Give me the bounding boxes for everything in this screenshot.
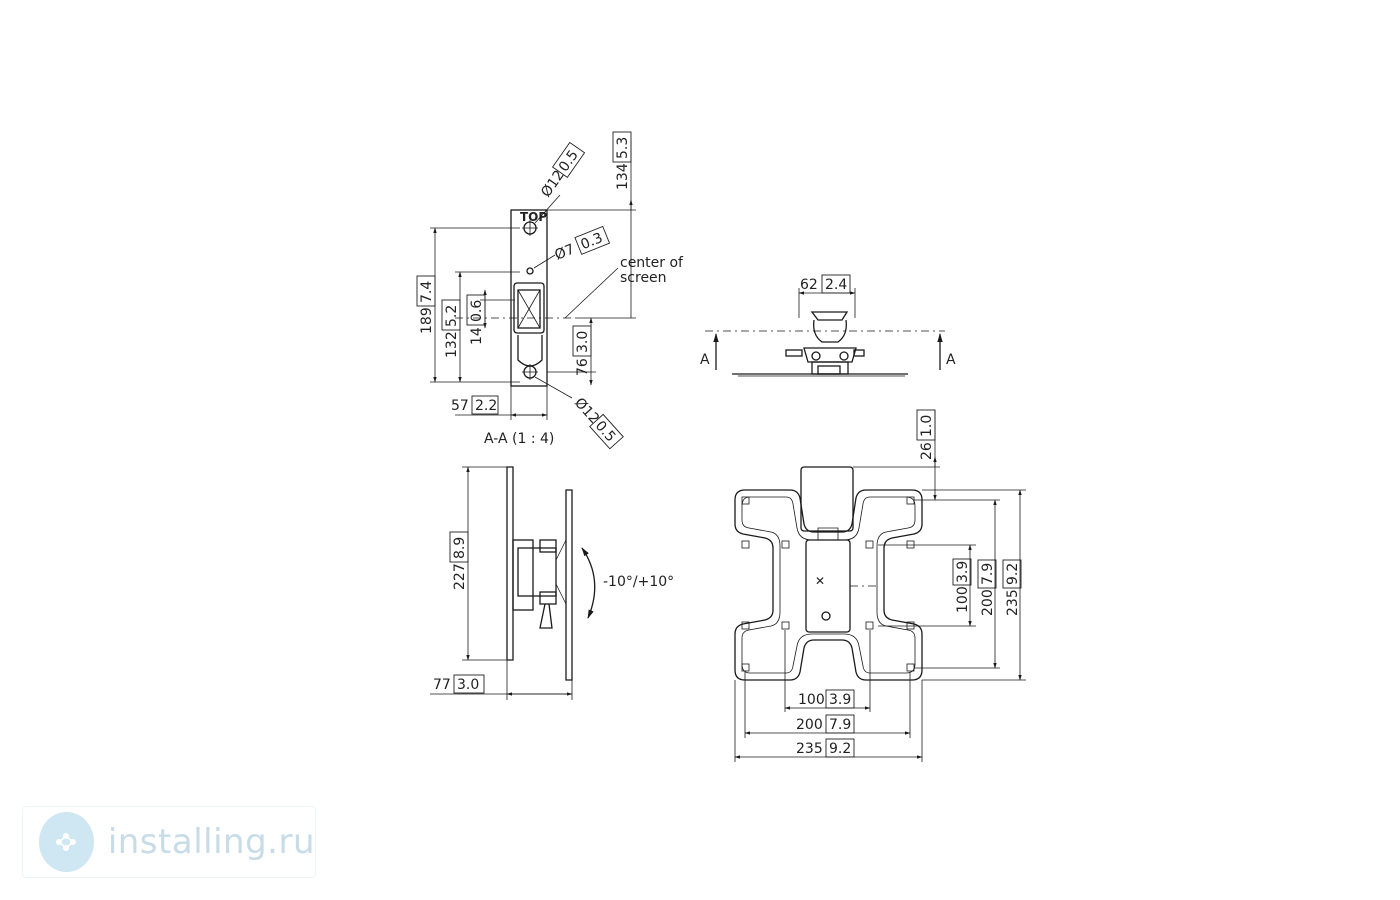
dim-h200-mm: 200 [796, 717, 823, 733]
dim-14-in: 0.6 [469, 300, 485, 322]
mid-hole [526, 267, 534, 275]
mounting-holes [741, 496, 915, 672]
top-view: A A 62 2.4 [700, 274, 956, 377]
dim-132-in: 5.2 [444, 305, 460, 327]
dim-26-in: 1.0 [919, 415, 935, 437]
dim-76-in: 3.0 [575, 331, 591, 353]
tree-logo-icon [39, 812, 94, 872]
dim-189-in: 7.4 [419, 281, 435, 303]
dim-v100-in: 3.9 [955, 561, 971, 583]
dim-hole-top-in: 0.5 [556, 147, 582, 174]
center-of-screen-label-2: screen [620, 270, 667, 286]
dim-hole-mid-mm: Ø7 [553, 241, 577, 263]
section-mark-left: A [700, 352, 710, 368]
dim-77-mm: 77 [433, 677, 451, 693]
dim-132-mm: 132 [444, 331, 460, 358]
dim-v235-mm: 235 [1005, 589, 1021, 616]
front-view: ✕ 26 1.0 [734, 409, 1026, 762]
dim-h100-mm: 100 [798, 692, 825, 708]
dim-57-mm: 57 [451, 398, 469, 414]
dim-62-in: 2.4 [825, 277, 847, 293]
dim-134-in: 5.3 [615, 137, 631, 159]
dim-hole-mid-in: 0.3 [578, 230, 605, 253]
dim-h235-in: 9.2 [829, 741, 851, 757]
dim-26-mm: 26 [919, 442, 935, 460]
dim-v100-mm: 100 [955, 586, 971, 613]
dim-h100-in: 3.9 [829, 692, 851, 708]
section-mark-right: A [946, 352, 956, 368]
center-of-screen-label-1: center of [620, 255, 684, 271]
top-mark: TOP [520, 210, 547, 224]
dim-76-mm: 76 [575, 358, 591, 376]
dim-227-mm: 227 [452, 563, 468, 590]
dim-14-mm: 14 [469, 327, 485, 345]
logo-icon: ✕ [815, 574, 825, 588]
dim-134-mm: 134 [615, 163, 631, 190]
dim-h200-in: 7.9 [829, 717, 851, 733]
section-view-aa: TOP Ø12 0.5 Ø7 [416, 131, 684, 450]
dim-62-mm: 62 [800, 277, 818, 293]
dim-189-mm: 189 [419, 307, 435, 334]
tilt-label: -10°/+10° [603, 574, 674, 590]
dim-v200-mm: 200 [980, 589, 996, 616]
dim-57-in: 2.2 [475, 398, 497, 414]
side-view: -10°/+10° 227 8.9 77 3.0 [430, 466, 674, 700]
dim-227-in: 8.9 [452, 537, 468, 559]
dim-77-in: 3.0 [457, 677, 479, 693]
section-title: A-A (1 : 4) [484, 431, 554, 447]
watermark-text: installing.ru [107, 822, 315, 862]
dim-v200-in: 7.9 [980, 563, 996, 585]
dim-v235-in: 9.2 [1005, 563, 1021, 585]
watermark: installing.ru [22, 806, 316, 878]
dim-hole-top-mm: Ø12 [538, 167, 568, 200]
dim-h235-mm: 235 [796, 741, 823, 757]
